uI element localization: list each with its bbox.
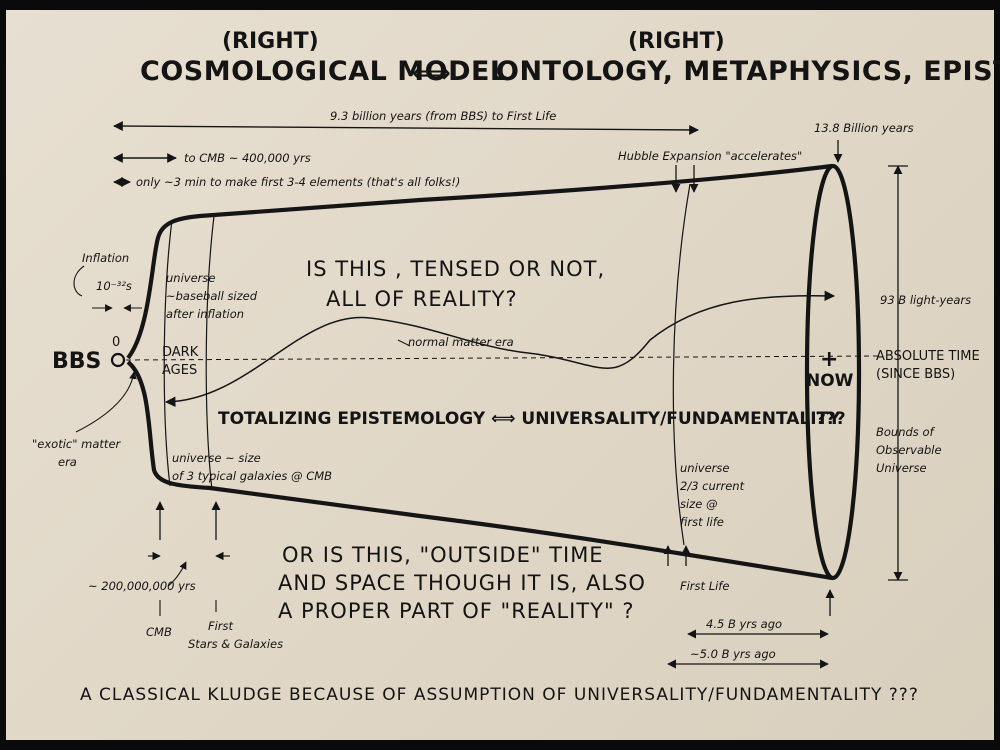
ago-45-label: 4.5 B yrs ago — [706, 617, 782, 631]
now-label: NOW — [806, 371, 854, 391]
title-right-right: (RIGHT) — [628, 29, 725, 54]
question2-line2: AND SPACE THOUGH IT IS, ALSO — [278, 571, 646, 595]
absolute-time-2: (SINCE BBS) — [876, 367, 955, 382]
bounds-2: Observable — [876, 443, 942, 457]
span-93-arrow — [113, 121, 699, 135]
exotic-arrow — [75, 371, 137, 433]
totalizing-qqq: ??? — [816, 409, 846, 429]
age-label: 13.8 Billion years — [814, 121, 914, 135]
title-ontology: ONTOLOGY, METAPHYSICS, EPISTEMOLOGY — [496, 56, 1000, 87]
zero-label: 0 — [112, 335, 120, 350]
universe-size-1: universe ~ size — [172, 451, 261, 465]
inflation-label: Inflation — [82, 251, 129, 265]
title-cosmological-model: COSMOLOGICAL MODEL — [140, 56, 508, 87]
three-min-label: only ~3 min to make first 3-4 elements (… — [136, 175, 460, 189]
question1-line1: IS THIS , TENSED OR NOT, — [306, 257, 605, 281]
first-stars-2: Stars & Galaxies — [188, 637, 283, 651]
span-93-label: 9.3 billion years (from BBS) to First Li… — [330, 109, 556, 123]
universe-baseball-2: ~baseball sized — [166, 289, 258, 303]
dark-ages-2: AGES — [162, 363, 197, 378]
first-life-label: First Life — [680, 579, 729, 593]
dark-ages-1: DARK — [162, 345, 199, 360]
title-right-left: (RIGHT) — [222, 29, 319, 54]
bounds-3: Universe — [876, 461, 927, 475]
cmb-label: CMB — [146, 625, 172, 639]
exotic-label: "exotic" matter — [32, 437, 122, 451]
bounds-1: Bounds of — [876, 425, 935, 439]
inflation-brace — [73, 265, 85, 297]
universe-funnel-outline — [126, 163, 833, 581]
absolute-time-1: ABSOLUTE TIME — [876, 349, 980, 364]
ago-50-label: ~5.0 B yrs ago — [690, 647, 776, 661]
first-stars-1: First — [208, 619, 234, 633]
universe-23-3: size @ — [680, 497, 717, 511]
title-double-arrow: ⟺ — [412, 58, 451, 89]
universe-baseball-1: universe — [166, 271, 215, 285]
normal-matter-label: normal matter era — [408, 335, 514, 349]
universe-23-2: 2/3 current — [680, 479, 745, 493]
universe-size-2: of 3 typical galaxies @ CMB — [172, 469, 332, 483]
myr-label: ~ 200,000,000 yrs — [88, 579, 196, 593]
question2-line1: OR IS THIS, "OUTSIDE" TIME — [282, 543, 604, 567]
universe-23-4: first life — [680, 515, 724, 529]
to-cmb-label: to CMB ~ 400,000 yrs — [184, 151, 311, 165]
universe-baseball-3: after inflation — [166, 307, 244, 321]
question1-line2: ALL OF REALITY? — [326, 287, 518, 311]
totalizing-statement: TOTALIZING EPISTEMOLOGY ⟺ UNIVERSALITY/F… — [218, 409, 841, 429]
normal-matter-pointer — [397, 339, 411, 347]
cmb-boundary-line — [205, 215, 215, 491]
inflation-boundary-line — [163, 219, 173, 487]
myr-pointer — [167, 561, 187, 587]
light-years-label: 93 B light-years — [880, 293, 971, 307]
bbs-point-circle — [110, 352, 126, 368]
inflation-time-label: 10⁻³²s — [96, 279, 132, 293]
now-plus: + — [820, 347, 838, 372]
absolute-time-axis — [125, 355, 881, 361]
bbs-label: BBS — [52, 349, 101, 374]
exotic-label-2: era — [58, 455, 77, 469]
universe-23-1: universe — [680, 461, 729, 475]
footer-statement: A CLASSICAL KLUDGE BECAUSE OF ASSUMPTION… — [80, 685, 919, 705]
question2-line3: A PROPER PART OF "REALITY" ? — [278, 599, 634, 623]
hubble-label: Hubble Expansion "accelerates" — [618, 149, 802, 163]
normal-matter-curve — [164, 290, 836, 408]
